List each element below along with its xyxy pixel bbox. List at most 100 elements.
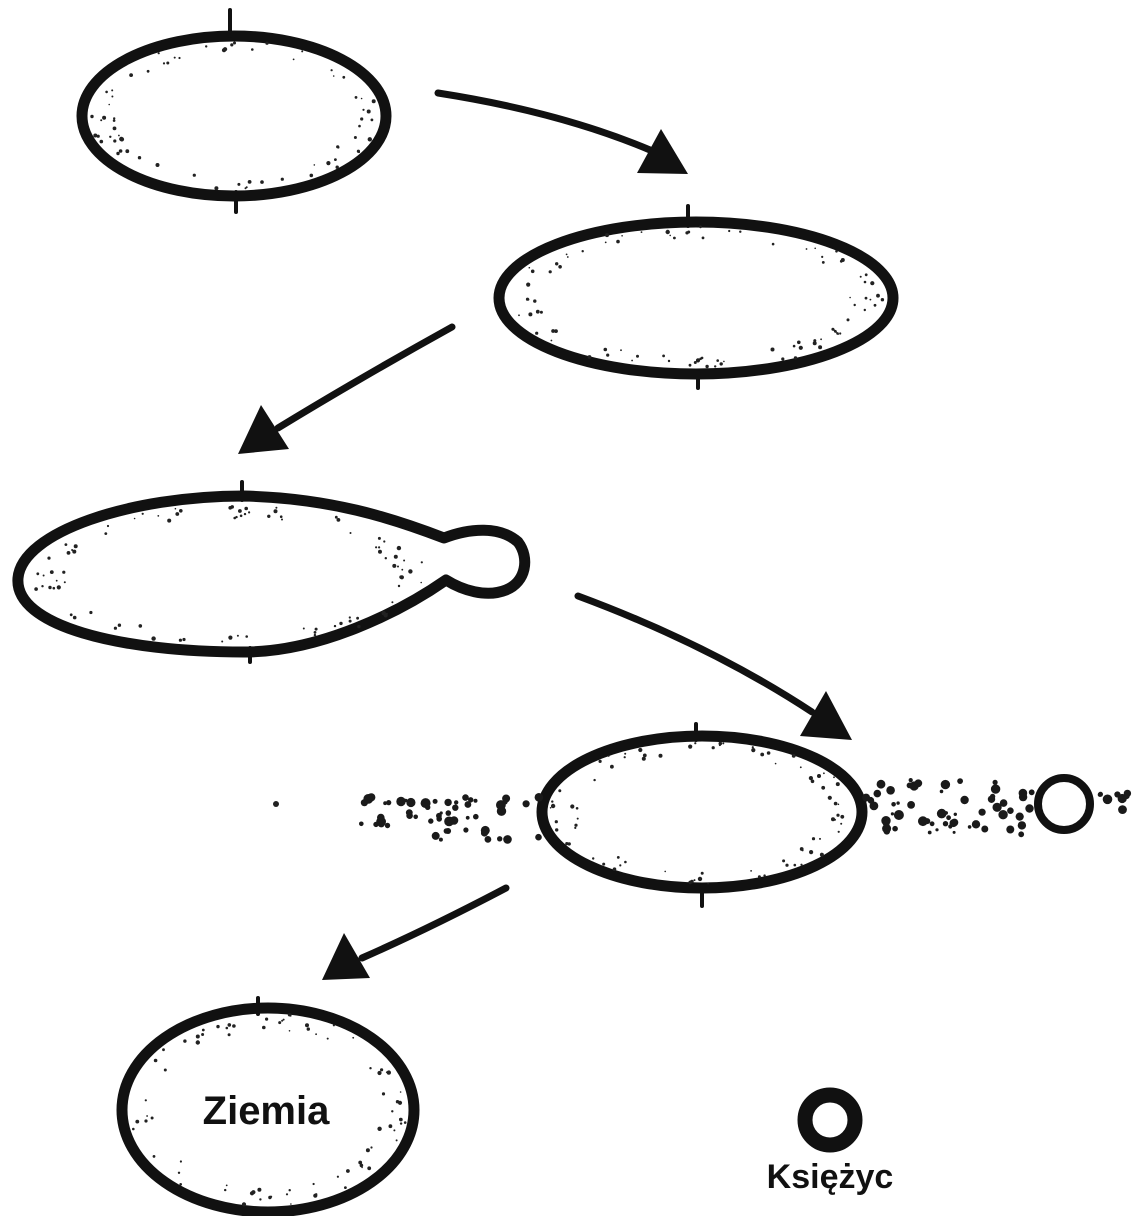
debris-dot	[1124, 790, 1131, 797]
speckle-dot	[624, 753, 626, 755]
debris-dot	[914, 779, 922, 787]
speckle-dot	[105, 91, 108, 94]
speckle-dot	[301, 50, 303, 52]
speckle-dot	[339, 622, 342, 625]
speckle-dot	[337, 1176, 339, 1178]
speckle-dot	[781, 357, 784, 360]
speckle-dot	[421, 561, 423, 563]
speckle-dot	[180, 1160, 182, 1162]
speckle-dot	[833, 776, 835, 778]
speckle-dot	[550, 807, 552, 809]
speckle-dot	[357, 625, 360, 628]
speckle-dot	[819, 838, 821, 840]
speckle-dot	[360, 1164, 364, 1168]
speckle-dot	[599, 760, 602, 763]
debris-dot	[909, 778, 913, 782]
speckle-dot	[334, 158, 337, 161]
debris-dot	[907, 783, 913, 789]
debris-dot	[981, 826, 988, 833]
speckle-dot	[705, 365, 708, 368]
debris-dot	[892, 826, 898, 832]
speckle-dot	[113, 117, 115, 119]
debris-dot	[444, 828, 450, 834]
debris-dot	[930, 821, 935, 826]
speckle-dot	[814, 248, 816, 250]
speckle-dot	[821, 256, 823, 258]
speckle-dot	[174, 57, 176, 59]
speckle-dot	[56, 580, 58, 582]
speckle-dot	[72, 550, 76, 554]
speckle-dot	[565, 842, 568, 845]
speckle-dot	[314, 631, 317, 634]
speckle-dot	[420, 582, 422, 584]
moon-body: Księżyc	[767, 1095, 894, 1196]
debris-dot	[406, 798, 415, 807]
earth-body: Ziemia	[122, 998, 414, 1212]
speckle-dot	[315, 628, 318, 631]
speckle-dot	[100, 119, 102, 121]
speckle-dot	[265, 1018, 268, 1021]
speckle-dot	[349, 616, 351, 618]
speckle-dot	[120, 137, 124, 141]
speckle-dot	[153, 1155, 156, 1158]
speckle-dot	[624, 861, 627, 864]
speckle-dot	[356, 617, 359, 620]
debris-dot	[1018, 821, 1026, 829]
debris-dot	[991, 784, 1000, 793]
speckle-dot	[631, 360, 633, 362]
speckle-dot	[874, 304, 877, 307]
speckle-dot	[118, 135, 120, 137]
speckle-dot	[337, 146, 339, 148]
speckle-dot	[696, 358, 700, 362]
speckle-dot	[228, 1023, 232, 1027]
debris-dot	[1118, 805, 1127, 814]
speckle-dot	[64, 581, 66, 583]
speckle-dot	[378, 537, 381, 540]
speckle-dot	[377, 1071, 381, 1075]
speckle-dot	[366, 1148, 370, 1152]
speckle-dot	[242, 1202, 246, 1206]
speckle-dot	[53, 587, 56, 590]
debris-dot	[466, 816, 470, 820]
speckle-dot	[604, 348, 608, 352]
speckle-dot	[129, 73, 133, 77]
debris-dot	[386, 800, 391, 805]
stray-speck	[273, 801, 279, 807]
debris-dot	[436, 816, 442, 822]
speckle-dot	[642, 757, 646, 761]
debris-dot	[943, 821, 948, 826]
speckle-dot	[624, 756, 626, 758]
speckle-dot	[113, 126, 117, 130]
moon-label: Księżyc	[767, 1158, 894, 1196]
debris-dot	[535, 834, 542, 841]
debris-dot	[960, 796, 968, 804]
debris-dot	[444, 799, 451, 806]
speckle-dot	[701, 872, 704, 875]
speckle-dot	[89, 611, 92, 614]
speckle-dot	[336, 166, 339, 169]
speckle-dot	[102, 116, 106, 120]
speckle-dot	[193, 174, 196, 177]
debris-dot	[440, 811, 443, 814]
speckle-dot	[812, 837, 815, 840]
speckle-dot	[838, 804, 840, 806]
debris-dot	[1006, 826, 1014, 834]
speckle-dot	[752, 746, 754, 748]
speckle-dot	[577, 818, 579, 820]
speckle-dot	[144, 1119, 147, 1122]
speckle-dot	[354, 136, 357, 139]
speckle-dot	[610, 765, 614, 769]
speckle-dot	[763, 874, 765, 876]
speckle-dot	[574, 824, 577, 827]
speckle-dot	[767, 751, 771, 755]
debris-dot	[428, 818, 433, 823]
speckle-dot	[751, 748, 755, 752]
speckle-dot	[802, 849, 804, 851]
speckle-dot	[278, 1021, 281, 1024]
speckle-dot	[111, 96, 113, 98]
speckle-dot	[849, 297, 851, 299]
speckle-dot	[828, 796, 832, 800]
speckle-dot	[673, 237, 676, 240]
debris-dot	[935, 828, 938, 831]
debris-dot	[862, 794, 870, 802]
